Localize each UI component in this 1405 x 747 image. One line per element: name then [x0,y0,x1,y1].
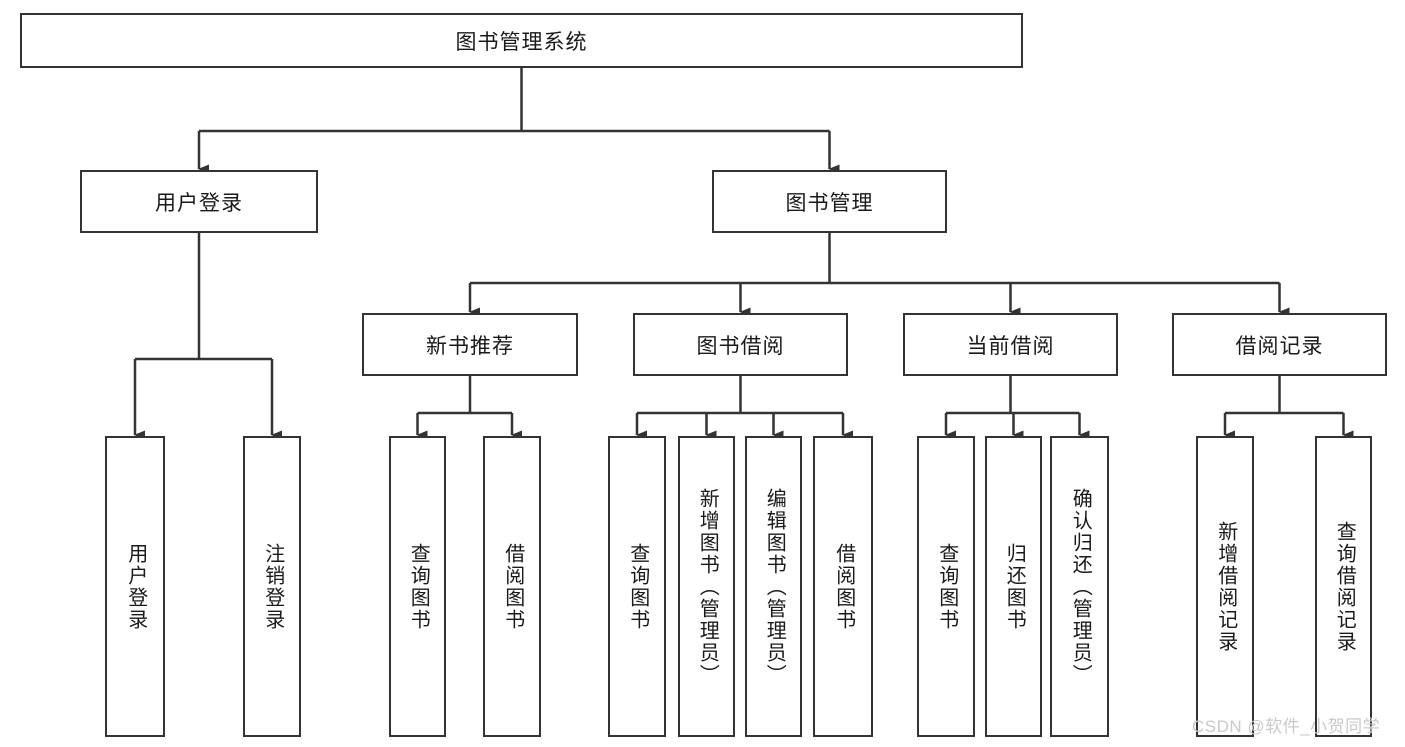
node-label: 用户登录 [124,542,147,631]
leaf-query-borrow-record[interactable]: 查询借阅记录 [1315,436,1372,737]
node-borrow-record[interactable]: 借阅记录 [1172,313,1387,376]
node-new-book-recommend[interactable]: 新书推荐 [362,313,578,376]
node-label: 当前借阅 [966,334,1055,358]
leaf-edit-book[interactable]: 编辑图书（管理员） [745,436,802,737]
node-book-manage[interactable]: 图书管理 [712,170,947,233]
leaf-borrow-book[interactable]: 借阅图书 [813,436,873,737]
leaf-add-book[interactable]: 新增图书（管理员） [678,436,735,737]
node-label: 借阅图书 [832,542,855,631]
leaf-confirm-return[interactable]: 确认归还（管理员） [1050,436,1109,737]
leaf-logout[interactable]: 注销登录 [243,436,301,737]
node-label: 编辑图书（管理员） [763,487,786,686]
node-label: 图书借阅 [696,334,785,358]
leaf-query-book-current[interactable]: 查询图书 [917,436,975,737]
leaf-query-book-recommend[interactable]: 查询图书 [389,436,446,737]
node-label: 用户登录 [155,191,243,215]
node-current-borrow[interactable]: 当前借阅 [903,313,1118,376]
node-root[interactable]: 图书管理系统 [20,13,1023,68]
node-label: 注销登录 [261,542,284,631]
leaf-borrow-book-recommend[interactable]: 借阅图书 [483,436,541,737]
node-label: 确认归还（管理员） [1069,487,1092,686]
node-label: 新书推荐 [426,334,514,358]
leaf-query-book-borrow[interactable]: 查询图书 [608,436,666,737]
node-label: 归还图书 [1003,542,1026,631]
leaf-add-borrow-record[interactable]: 新增借阅记录 [1196,436,1254,737]
node-label: 查询图书 [935,542,958,631]
node-label: 借阅图书 [501,542,524,631]
node-label: 图书管理 [785,191,874,215]
leaf-return-book[interactable]: 归还图书 [985,436,1042,737]
node-label: 借阅记录 [1235,334,1324,358]
node-label: 查询借阅记录 [1333,520,1356,653]
node-label: 新增图书（管理员） [696,487,719,686]
leaf-user-login[interactable]: 用户登录 [105,436,165,737]
node-label: 图书管理系统 [455,30,588,54]
node-label: 查询图书 [407,542,430,631]
node-label: 新增借阅记录 [1214,520,1237,653]
node-label: 查询图书 [626,542,649,631]
node-book-borrow[interactable]: 图书借阅 [633,313,848,376]
node-user-login[interactable]: 用户登录 [80,170,318,233]
